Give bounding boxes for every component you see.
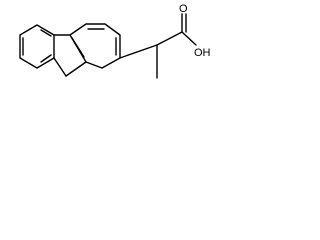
alpha-carbon-bond <box>119 44 158 59</box>
propanoic-acid-side-chain <box>119 13 197 79</box>
molecule-structure: O OH <box>19 3 211 79</box>
right-ring-inner-bond-3 <box>71 37 85 58</box>
right-ring-outline <box>69 23 121 69</box>
five-ring-lower-right <box>65 61 87 77</box>
left-ring-inner-bond-1 <box>40 29 52 37</box>
fluorene-core <box>19 23 121 77</box>
left-ring-inner-bond-3 <box>40 54 52 63</box>
five-ring-lower-left <box>53 57 67 77</box>
carboxyl-carbon-bond <box>156 31 183 46</box>
hydroxyl-label: OH <box>194 47 211 59</box>
left-ring-outline <box>19 24 55 69</box>
oxygen-label: O <box>179 3 188 15</box>
structure-canvas: O OH <box>0 0 240 102</box>
hydroxyl-bond <box>181 31 197 46</box>
